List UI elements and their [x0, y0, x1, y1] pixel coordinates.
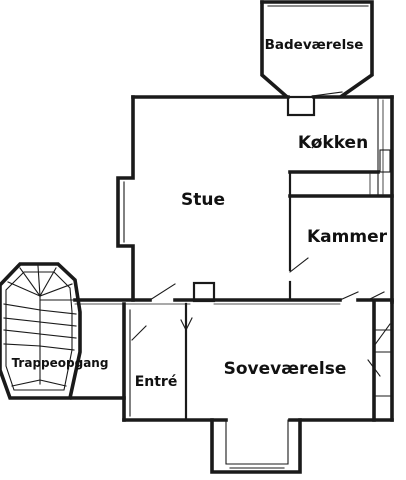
bay-window	[210, 418, 302, 474]
room-label-kammer: Kammer	[307, 227, 388, 247]
room-label-trappeopgang: Trappeopgang	[12, 356, 109, 370]
staircase	[0, 262, 126, 400]
room-label-sovevaerelse: Soveværelse	[224, 359, 347, 379]
middle-wall	[73, 281, 394, 305]
kitchen-walls	[288, 91, 394, 272]
room-label-koekken: Køkken	[298, 133, 368, 153]
outer-walls	[116, 95, 394, 304]
room-label-stue: Stue	[181, 190, 225, 210]
kammer-door	[288, 257, 309, 302]
room-label-badevaerelse: Badeværelse	[265, 37, 364, 53]
room-label-entre: Entré	[135, 374, 178, 390]
lower-walls	[122, 300, 394, 422]
bathroom-walls	[260, 0, 374, 117]
